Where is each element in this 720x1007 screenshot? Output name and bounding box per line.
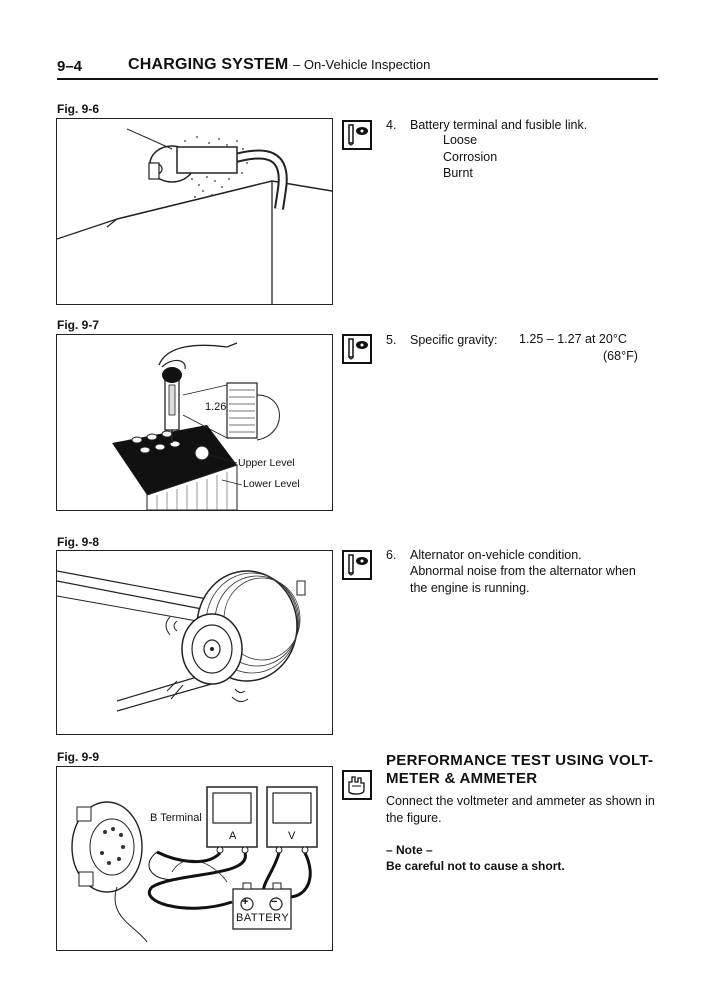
sub-item-corrosion: Corrosion	[443, 150, 498, 164]
item-number: 6.	[386, 548, 397, 562]
visual-inspection-icon	[342, 120, 372, 155]
note-text: Be careful not to cause a short.	[386, 859, 565, 873]
visual-inspection-icon	[342, 550, 372, 585]
battery-label: BATTERY	[236, 912, 290, 924]
item-number: 5.	[386, 333, 397, 347]
header-rule	[57, 78, 658, 80]
item-4: 4. Battery terminal and fusible link.	[386, 117, 676, 187]
sub-item-burnt: Burnt	[443, 166, 473, 180]
item-6-line-2: Abnormal noise from the alternator when	[410, 564, 636, 578]
note-title: – Note –	[386, 843, 433, 857]
fig-9-9-label: Fig. 9-9	[57, 750, 100, 764]
visual-inspection-icon	[342, 334, 372, 369]
voltmeter-label: V	[288, 830, 296, 842]
performance-body-line-2: the figure.	[386, 811, 442, 825]
hydrometer-reading: 1.26	[205, 401, 227, 413]
item-6: 6. Alternator on-vehicle condition.	[386, 547, 676, 567]
fig-9-8-label: Fig. 9-8	[57, 535, 100, 549]
performance-body-line-1: Connect the voltmeter and ammeter as sho…	[386, 794, 655, 808]
sub-item-loose: Loose	[443, 133, 478, 147]
performance-test-title-line-1: PERFORMANCE TEST USING VOLT-	[386, 752, 654, 769]
ammeter-label: A	[229, 830, 237, 842]
section-subtitle: – On-Vehicle Inspection	[293, 57, 431, 72]
specific-gravity-value-f: (68°F)	[603, 349, 638, 363]
fig-9-9-illustration	[56, 766, 333, 951]
item-text: Battery terminal and fusible link.	[410, 118, 588, 132]
section-title: CHARGING SYSTEM	[128, 56, 289, 73]
specific-gravity-value: 1.25 – 1.27 at 20°C	[519, 332, 627, 346]
page-title: CHARGING SYSTEM – On-Vehicle Inspection	[128, 56, 430, 74]
fig-9-6-illustration	[56, 118, 333, 305]
performance-test-title-line-2: METER & AMMETER	[386, 770, 538, 787]
battery-minus-label: −	[271, 896, 278, 908]
fig-9-7-illustration	[56, 334, 333, 511]
hand-test-icon	[342, 770, 372, 805]
page-number: 9–4	[57, 58, 83, 75]
lower-level-label: Lower Level	[243, 478, 300, 490]
upper-level-label: Upper Level	[238, 457, 295, 469]
item-label: Specific gravity:	[410, 333, 498, 347]
item-text: Alternator on-vehicle condition.	[410, 548, 582, 562]
item-5: 5. Specific gravity:	[386, 332, 676, 352]
b-terminal-label: B Terminal	[150, 812, 202, 824]
item-number: 4.	[386, 118, 397, 132]
fig-9-7-label: Fig. 9-7	[57, 318, 100, 332]
fig-9-8-illustration	[56, 550, 333, 735]
fig-9-6-label: Fig. 9-6	[57, 102, 100, 116]
battery-plus-label: +	[242, 896, 249, 908]
item-6-line-3: the engine is running.	[410, 581, 530, 595]
